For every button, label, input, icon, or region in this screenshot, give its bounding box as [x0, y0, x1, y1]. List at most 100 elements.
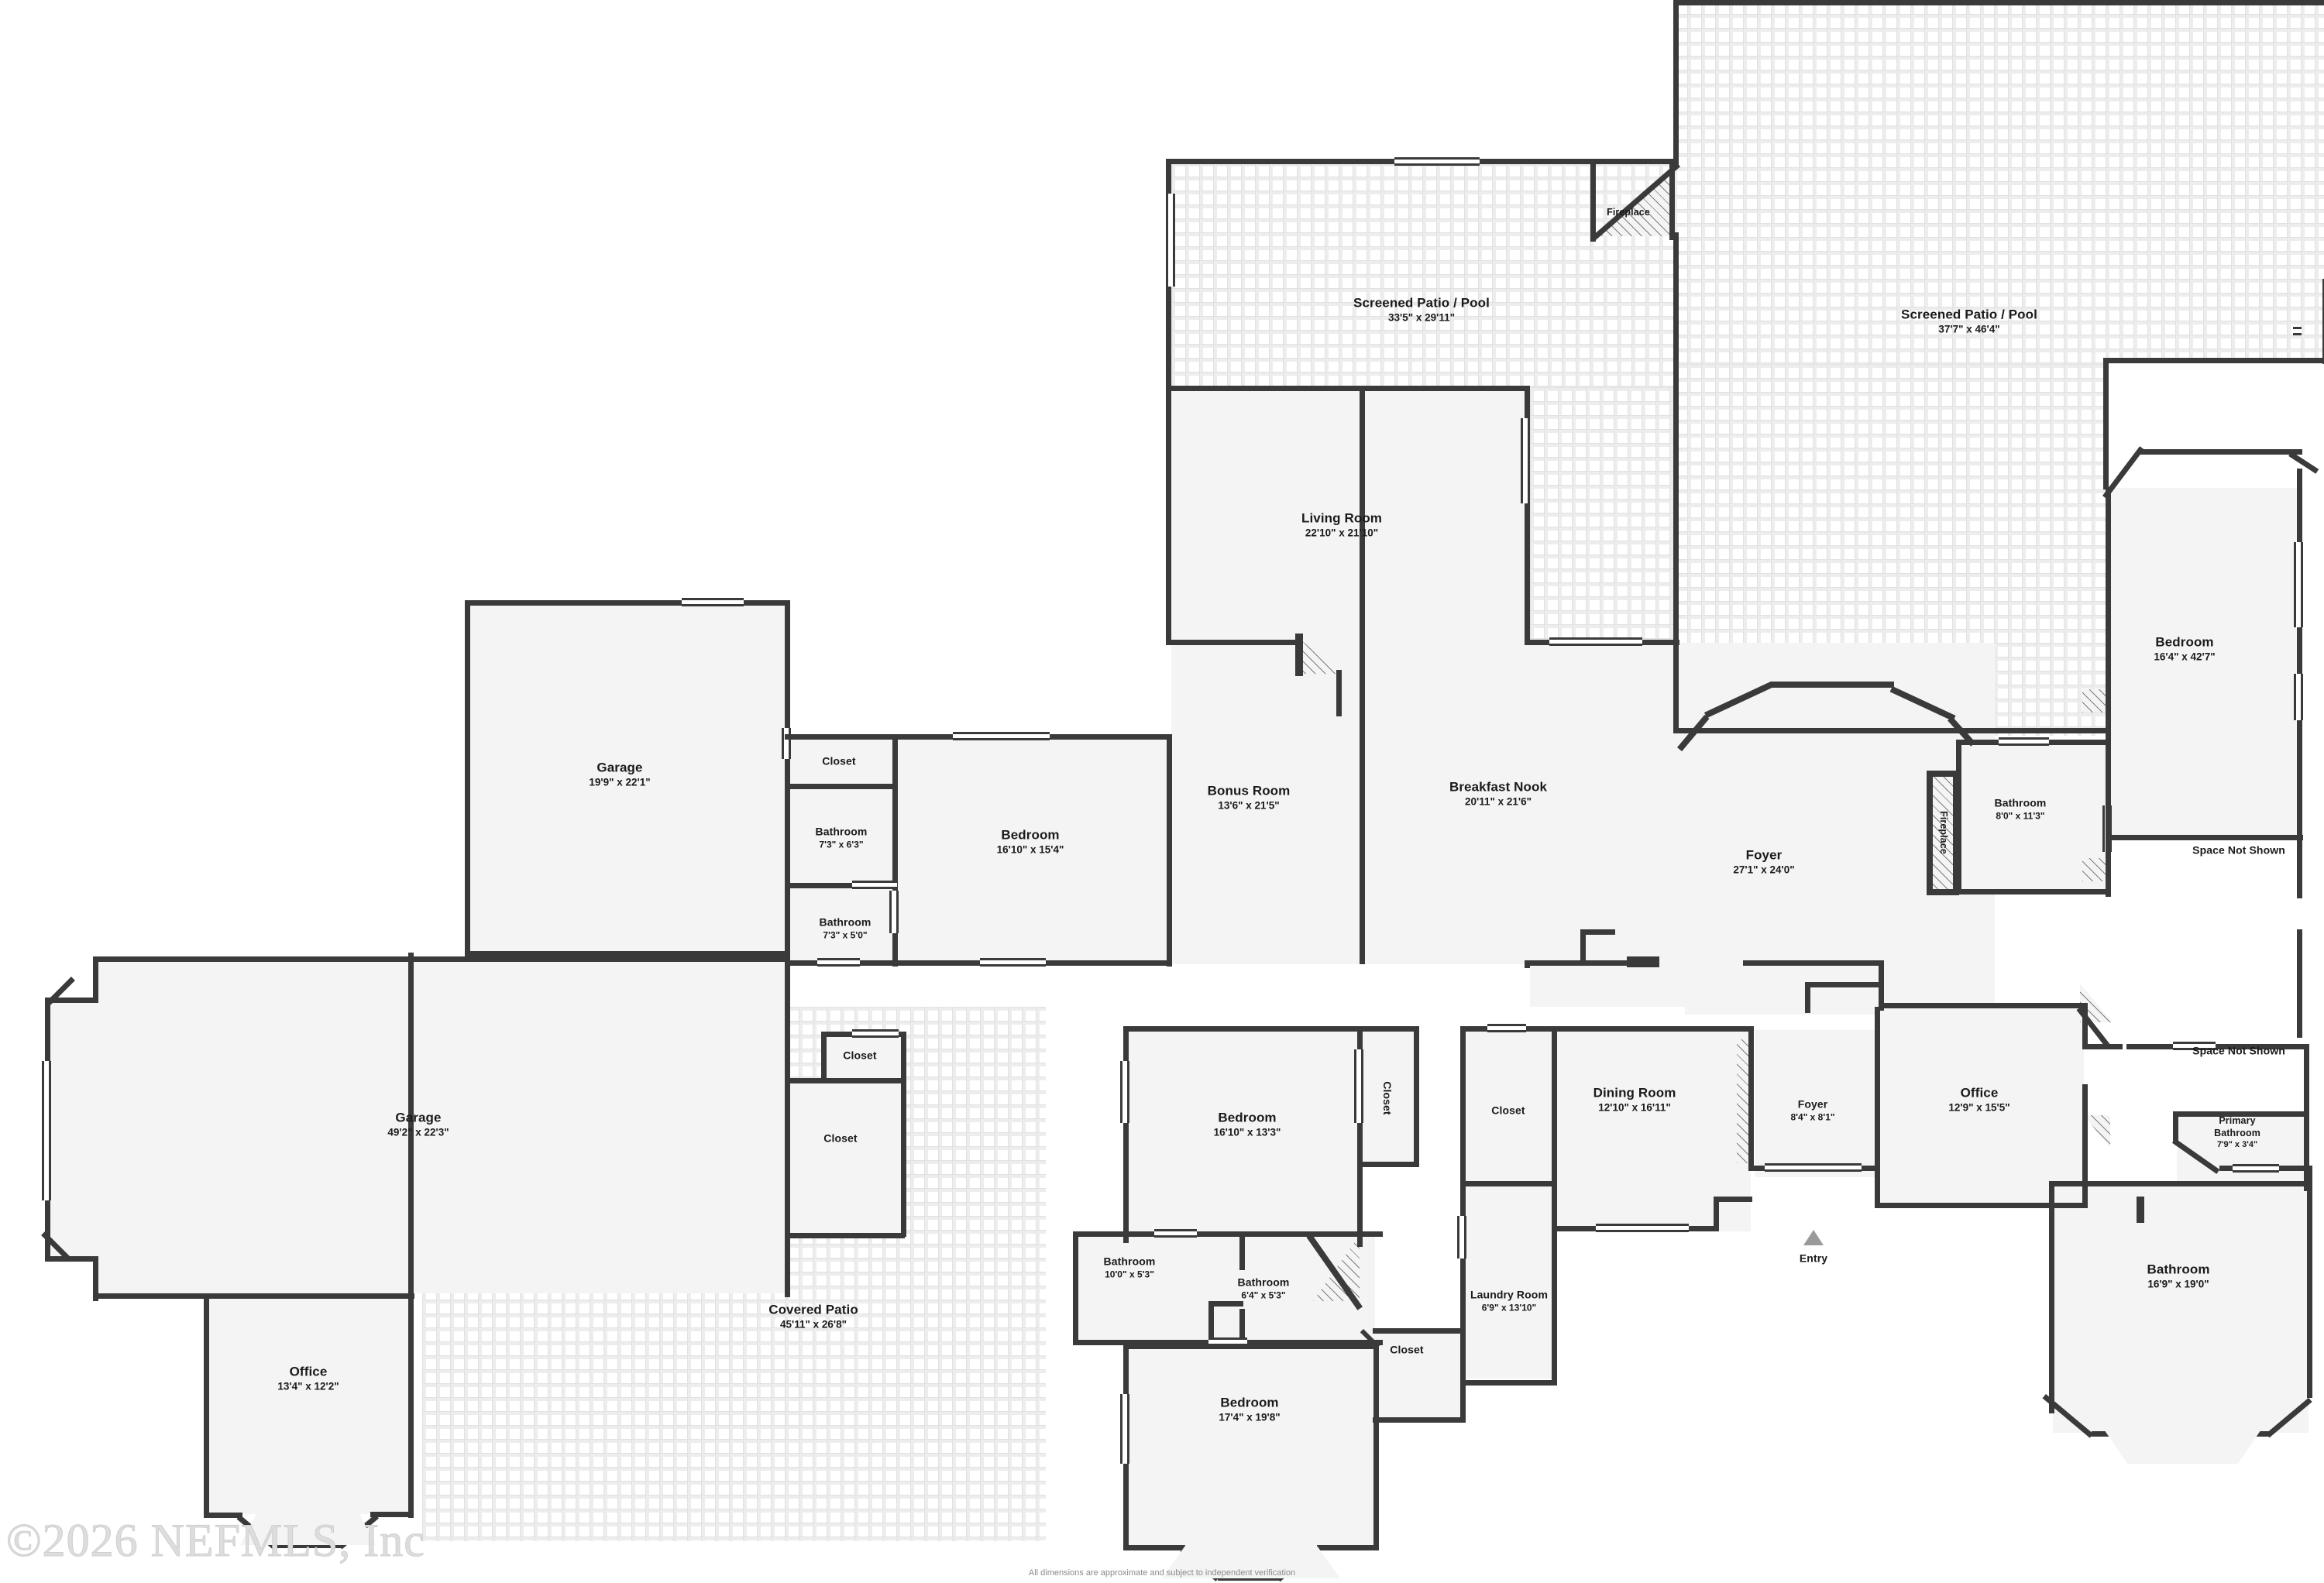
note-space-not-shown-1: Space Not Shown: [2192, 843, 2285, 857]
wall: [2297, 929, 2302, 1038]
screened-patio-pool-2-fill: [1673, 0, 2324, 364]
window: [682, 598, 744, 606]
wall: [1580, 929, 1615, 935]
wall: [93, 1293, 209, 1299]
window: [2294, 674, 2303, 720]
copyright-watermark: ©2026 NEFMLS, Inc: [6, 1515, 425, 1567]
wall: [1673, 728, 2107, 733]
wall: [1460, 1380, 1557, 1386]
wall: [1627, 956, 1659, 967]
wall: [1123, 1344, 1379, 1349]
wall: [2103, 358, 2324, 363]
wall: [2297, 891, 2302, 898]
wall: [1373, 1417, 1466, 1423]
window: [889, 891, 899, 933]
wall: [785, 784, 897, 789]
wall: [1805, 982, 1810, 1013]
wall: [785, 956, 790, 1297]
window: [2294, 542, 2303, 627]
wall: [821, 1032, 827, 1080]
wall: [1166, 386, 1530, 391]
wall: [1208, 1301, 1214, 1344]
wall: [1525, 960, 1652, 966]
wall: [1673, 0, 2324, 5]
closet-upper-fill: [782, 740, 895, 786]
wall-diagonal: [2288, 452, 2319, 474]
wall: [2137, 1197, 2144, 1223]
garage-2-bay-left: [46, 999, 101, 1262]
wall: [1956, 740, 1961, 895]
wall: [204, 1513, 242, 1518]
wall: [2173, 1111, 2309, 1117]
wall: [45, 998, 98, 1003]
wall: [209, 1293, 414, 1299]
wall: [2049, 1181, 2054, 1413]
bedroom-lower-bay: [1162, 1546, 1340, 1578]
wall: [1360, 386, 1365, 964]
wall: [1239, 1309, 1245, 1345]
wall: [370, 1512, 413, 1517]
hatch-bedroom-right-2: [2082, 858, 2106, 881]
wall: [1123, 1026, 1129, 1243]
wall: [1714, 1197, 1752, 1202]
wall: [1317, 1545, 1379, 1550]
wall: [2297, 469, 2302, 840]
bedroom-upper-left-fill: [895, 740, 1170, 964]
window: [1166, 194, 1175, 287]
wall: [1073, 1231, 1078, 1344]
wall: [93, 1293, 98, 1301]
wall: [785, 1233, 905, 1238]
wall: [2126, 1044, 2309, 1049]
window: [980, 958, 1046, 967]
wall: [2082, 1084, 2088, 1208]
wall: [1336, 670, 1342, 716]
foyer-small-fill: [1755, 1030, 1875, 1177]
window: [2322, 279, 2324, 364]
window: [2173, 1042, 2216, 1050]
wall: [465, 951, 790, 956]
garage-1-fill: [469, 604, 786, 956]
closet-mid-small-fill: [821, 1035, 902, 1082]
wall: [2103, 358, 2109, 489]
bathroom-right-lower-bay: [2103, 1429, 2262, 1464]
closet-bedroom-mid-fill: [1360, 1030, 1414, 1166]
wall: [1208, 1301, 1243, 1307]
wall: [1460, 1181, 1557, 1186]
wall: [408, 1293, 414, 1518]
wall: [1580, 929, 1586, 964]
chimney-dining-hatch: [1737, 1039, 1751, 1163]
bedroom-right-fill: [2107, 488, 2301, 836]
wall: [1295, 634, 1303, 676]
wall: [2173, 1111, 2178, 1142]
wall: [1357, 1162, 1419, 1167]
wall: [1525, 386, 1530, 645]
wall: [1373, 1328, 1466, 1334]
window: [953, 732, 1050, 740]
wall: [2106, 835, 2303, 840]
wall: [1714, 1197, 1719, 1231]
wall: [785, 1078, 905, 1083]
window: [1120, 1394, 1129, 1464]
wall: [1743, 960, 1882, 966]
wall: [1669, 163, 1675, 240]
office-left-nook: [240, 1514, 376, 1545]
hatch-bedroom-right-1: [2082, 689, 2106, 713]
primary-bathroom-fill: [2177, 1115, 2309, 1185]
entry-marker: [1803, 1230, 1824, 1245]
wall: [45, 1256, 98, 1262]
wall: [1875, 1003, 1880, 1208]
wall: [1590, 164, 1596, 242]
wall: [1460, 1026, 1466, 1382]
wall: [1552, 1026, 1557, 1382]
wall: [93, 956, 98, 1003]
wall: [1927, 889, 1959, 895]
disclaimer-text: All dimensions are approximate and subje…: [1028, 1568, 1296, 1578]
bathroom-right-lower-fill: [2053, 1185, 2309, 1433]
wall: [2106, 835, 2111, 897]
wall: [1166, 386, 1171, 645]
bathroom-mid-1-fill: [1077, 1235, 1243, 1344]
bonus-room-fill: [1171, 643, 1365, 964]
window: [852, 1029, 899, 1038]
wall: [1956, 889, 2111, 895]
window: [42, 1061, 51, 1200]
